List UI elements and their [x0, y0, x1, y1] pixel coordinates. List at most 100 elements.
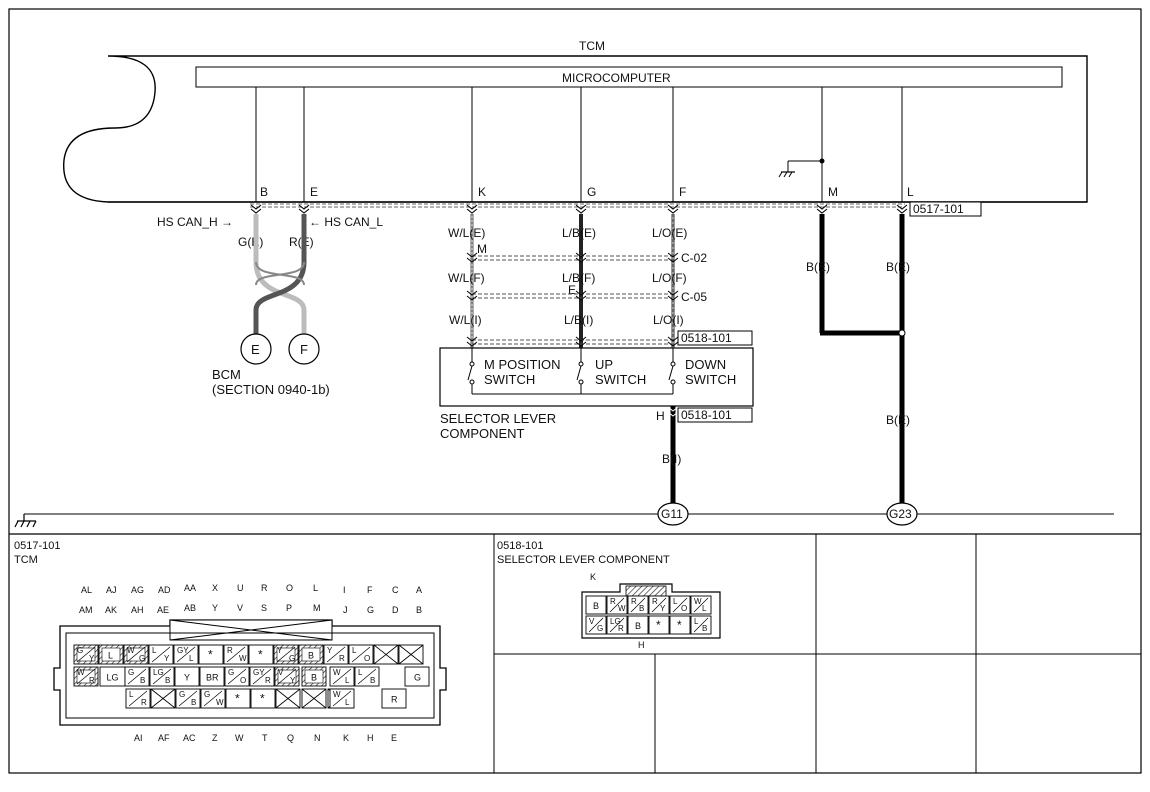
- svg-text:W: W: [216, 698, 224, 707]
- svg-text:S: S: [261, 603, 267, 613]
- selector-lever-title-1: SELECTOR LEVER: [440, 411, 556, 426]
- svg-text:L: L: [108, 651, 113, 661]
- tcm-connector-row1-labels: AL AJ AG AD AA X U R O L I F C A: [81, 583, 422, 595]
- svg-text:*: *: [208, 648, 213, 662]
- tcm-cavity: GYR: [249, 666, 275, 687]
- svg-text:W: W: [333, 668, 341, 677]
- slc-connector-name: SELECTOR LEVER COMPONENT: [497, 554, 670, 566]
- bcm-pin-e: E: [251, 342, 260, 357]
- slc-pin-k: K: [590, 572, 596, 582]
- selector-lever-box: [439, 347, 754, 407]
- selector-lever-title-2: COMPONENT: [440, 426, 525, 441]
- svg-text:H: H: [367, 733, 374, 743]
- tcm-cavity: R: [381, 688, 407, 709]
- tcm-pin-m: M: [828, 185, 838, 199]
- svg-text:U: U: [237, 583, 244, 593]
- tcm-cavity: *: [250, 688, 276, 709]
- wire-k-f: W/L(F): [448, 271, 485, 285]
- tcm-pin-f: F: [679, 185, 686, 199]
- wire-h-bi: B(I): [662, 452, 681, 466]
- svg-text:*: *: [260, 692, 265, 706]
- svg-text:*: *: [656, 618, 661, 632]
- tcm-cavity: WL: [329, 666, 355, 687]
- svg-text:LG: LG: [610, 617, 621, 626]
- svg-text:M: M: [313, 603, 321, 613]
- tcm-connector-code: 0517-101: [14, 540, 61, 552]
- svg-text:G: G: [179, 690, 185, 699]
- svg-text:L: L: [673, 597, 678, 606]
- svg-text:AL: AL: [81, 585, 92, 595]
- svg-text:O: O: [240, 676, 246, 685]
- svg-text:AF: AF: [158, 733, 170, 743]
- svg-text:C: C: [392, 585, 399, 595]
- svg-text:Y: Y: [184, 673, 190, 683]
- svg-text:LG: LG: [153, 668, 164, 677]
- svg-text:O: O: [364, 654, 370, 663]
- tcm-cavity: WR: [73, 666, 99, 687]
- svg-text:L: L: [189, 654, 194, 663]
- svg-text:*: *: [258, 648, 263, 662]
- svg-text:AI: AI: [134, 733, 143, 743]
- junction-c05: [466, 290, 679, 301]
- svg-text:R: R: [631, 597, 637, 606]
- switch-m-position: M POSITION: [484, 357, 561, 372]
- tcm-cavity: LB: [354, 666, 380, 687]
- tcm-cavity: LG: [99, 666, 126, 687]
- svg-text:B: B: [416, 605, 422, 615]
- pin-h-label: H: [656, 409, 665, 423]
- svg-text:L: L: [345, 698, 350, 707]
- can-h-wire: [253, 214, 307, 338]
- tcm-cavity: *: [198, 644, 224, 665]
- tcm-cavity: LR: [125, 688, 151, 709]
- tcm-cavity: WL: [329, 688, 355, 709]
- svg-text:AA: AA: [184, 583, 196, 593]
- wire-g-f: L/B(F): [562, 271, 595, 285]
- svg-text:AG: AG: [131, 585, 144, 595]
- svg-text:Y: Y: [212, 603, 218, 613]
- svg-text:GY: GY: [177, 646, 189, 655]
- slc-connector-top-label: 0518-101: [681, 331, 732, 345]
- tcm-pin-e: E: [310, 185, 318, 199]
- svg-text:W: W: [127, 646, 135, 655]
- svg-text:G: G: [139, 654, 145, 663]
- wire-f-i: L/O(I): [653, 313, 684, 327]
- slc-cavity: LB: [690, 615, 712, 635]
- svg-text:*: *: [235, 692, 240, 706]
- svg-text:AB: AB: [184, 603, 196, 613]
- internal-ground-icon: [778, 158, 825, 178]
- svg-text:L: L: [702, 604, 707, 613]
- page-frame: [8, 8, 1142, 774]
- svg-text:G: G: [128, 668, 134, 677]
- slc-cavity: *: [648, 615, 670, 635]
- svg-text:F: F: [367, 585, 373, 595]
- tcm-housing: [63, 55, 1088, 203]
- slc-cavity: VG: [585, 615, 607, 635]
- svg-text:J: J: [343, 605, 348, 615]
- connector-grid: [493, 534, 1141, 773]
- svg-text:R: R: [261, 583, 268, 593]
- svg-text:L: L: [313, 583, 318, 593]
- chassis-ground-icon: [14, 514, 37, 528]
- svg-text:Y: Y: [164, 654, 170, 663]
- tcm-cavity: WG: [123, 644, 149, 665]
- svg-text:R: R: [227, 646, 233, 655]
- ground-g23-label: G23: [889, 507, 912, 521]
- svg-text:T: T: [262, 733, 268, 743]
- tcm-cavity: [301, 688, 327, 709]
- can-wire-h: G(E): [238, 235, 263, 249]
- junction-c02-label: C-02: [681, 251, 707, 265]
- tcm-cavity: Y: [174, 666, 200, 687]
- svg-text:AD: AD: [158, 585, 171, 595]
- svg-text:X: X: [212, 583, 218, 593]
- bcm-pin-f: F: [300, 342, 308, 357]
- tcm-cavity: GO: [224, 666, 250, 687]
- svg-text:Z: Z: [212, 733, 218, 743]
- tcm-cavity: YG: [273, 644, 299, 665]
- svg-text:K: K: [343, 733, 349, 743]
- slc-cavity: RW: [606, 595, 628, 615]
- can-wire-l: R(E): [289, 235, 314, 249]
- svg-text:R: R: [141, 698, 147, 707]
- svg-text:L: L: [694, 617, 699, 626]
